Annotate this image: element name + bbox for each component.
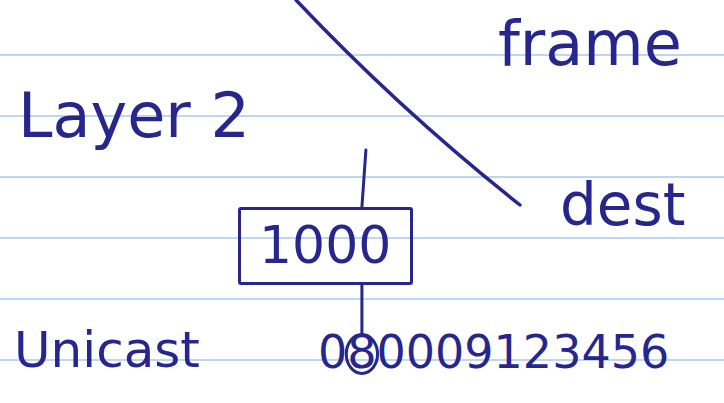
mac-address: 080009123456 — [318, 326, 669, 379]
diagonal-stroke — [296, 0, 520, 205]
leader-line — [362, 150, 366, 207]
binary-value: 1000 — [259, 216, 391, 276]
handwritten-note: Unicast — [14, 322, 200, 380]
boxed-value: 1000 — [238, 207, 413, 285]
handwritten-note: frame — [498, 8, 682, 79]
handwritten-note: dest — [560, 172, 685, 239]
heading-note: Layer 2 — [18, 80, 250, 151]
